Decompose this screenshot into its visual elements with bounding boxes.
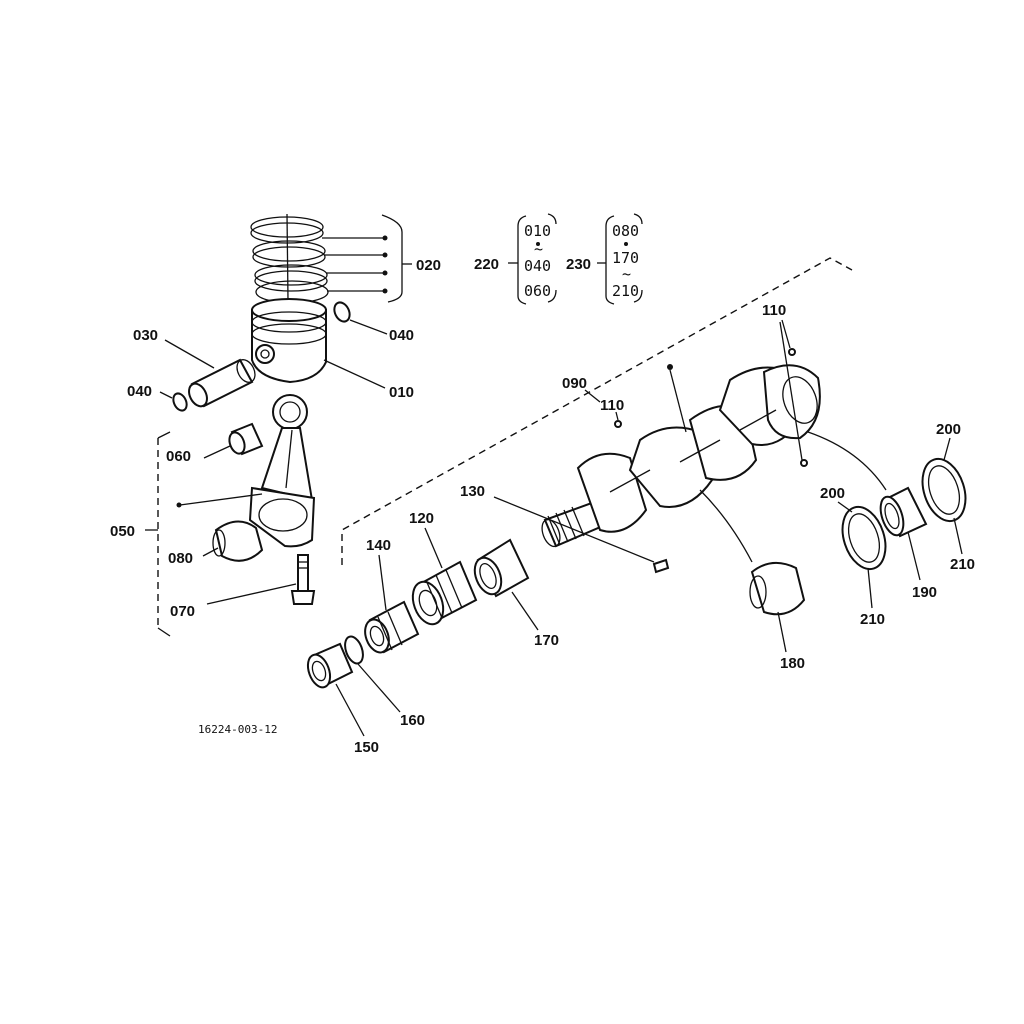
kit-230-label: 230 xyxy=(566,256,591,273)
piston[interactable] xyxy=(251,298,386,389)
callout-210-left: 210 xyxy=(860,611,885,628)
callout-090: 090 xyxy=(562,375,587,392)
main-bearing[interactable] xyxy=(699,431,887,653)
small-end-bushing[interactable] xyxy=(203,422,264,459)
callout-210-right: 210 xyxy=(950,556,975,573)
callout-200-left: 200 xyxy=(820,485,845,502)
front-bearing[interactable] xyxy=(470,538,539,631)
crank-gear[interactable] xyxy=(407,527,478,628)
callout-080: 080 xyxy=(168,550,193,567)
thrust-bearing[interactable] xyxy=(876,486,928,581)
callout-150: 150 xyxy=(354,739,379,756)
key[interactable] xyxy=(493,496,670,574)
piston-pin[interactable] xyxy=(164,339,259,409)
kit-230-bracket xyxy=(536,213,643,305)
thrust-washer-left[interactable] xyxy=(835,501,893,609)
pin-clip-right[interactable] xyxy=(331,300,388,335)
plug-top[interactable] xyxy=(779,319,808,467)
kit-220-bracket xyxy=(508,213,557,305)
kit-220-range-mark: ~ xyxy=(534,240,543,258)
gear-small[interactable] xyxy=(361,554,420,656)
callout-040-right: 040 xyxy=(389,327,414,344)
thrust-washer-right[interactable] xyxy=(915,437,973,555)
kit-230-item-3: 210 xyxy=(612,282,639,300)
kit-220-item-3: 060 xyxy=(524,282,551,300)
callout-180: 180 xyxy=(780,655,805,672)
big-end-bearing[interactable] xyxy=(202,520,264,562)
kit-230-item-1: 080 xyxy=(612,222,639,240)
callout-140: 140 xyxy=(366,537,391,554)
callout-190: 190 xyxy=(912,584,937,601)
connecting-rod[interactable] xyxy=(248,394,316,548)
kit-230-item-2: 170 xyxy=(612,249,639,267)
callout-200-right: 200 xyxy=(936,421,961,438)
callout-120: 120 xyxy=(409,510,434,527)
callout-050: 050 xyxy=(110,523,135,540)
rod-bolt[interactable] xyxy=(206,554,316,605)
callout-170: 170 xyxy=(534,632,559,649)
callout-030: 030 xyxy=(133,327,158,344)
callout-130: 130 xyxy=(460,483,485,500)
kit-220-item-2: 040 xyxy=(524,257,551,275)
callout-040-left: 040 xyxy=(127,383,152,400)
callout-060: 060 xyxy=(166,448,191,465)
diagram-reference-code: 16224-003-12 xyxy=(198,723,277,736)
callout-110-mid: 110 xyxy=(600,397,624,414)
kit-220-item-1: 010 xyxy=(524,222,551,240)
pin-clip-left[interactable] xyxy=(159,391,189,412)
collar[interactable] xyxy=(304,642,365,737)
piston-ring-set[interactable] xyxy=(250,213,329,304)
crankshaft[interactable] xyxy=(539,364,824,549)
o-ring[interactable] xyxy=(342,634,401,713)
callout-010: 010 xyxy=(389,384,414,401)
con-rod-bracket xyxy=(145,431,263,637)
callout-110-top: 110 xyxy=(762,302,786,319)
kit-220-label: 220 xyxy=(474,256,499,273)
callout-070: 070 xyxy=(170,603,195,620)
callout-020: 020 xyxy=(416,257,441,274)
plug-mid[interactable] xyxy=(614,411,622,428)
ring-leader-lines xyxy=(322,214,412,303)
crankshaft-bracket xyxy=(341,257,853,565)
kit-230-range-mark: ~ xyxy=(622,265,631,283)
callout-160: 160 xyxy=(400,712,425,729)
